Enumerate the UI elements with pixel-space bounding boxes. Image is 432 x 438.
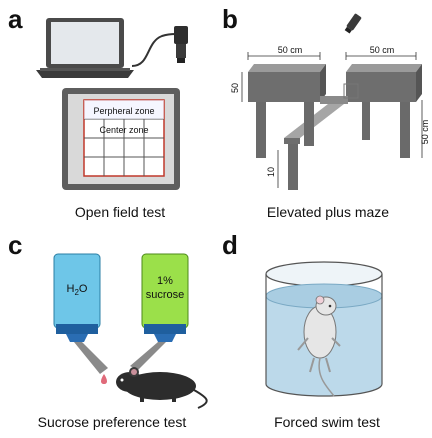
panel-d-letter: d [222, 230, 238, 260]
mouse-icon [116, 367, 208, 409]
panel-a-letter: a [8, 4, 23, 34]
water-bottle-icon [53, 253, 108, 374]
camera-icon [174, 26, 188, 63]
dimension-top-right [345, 52, 417, 60]
dimension-right-label: 50 cm [420, 120, 430, 145]
droplet-icon [101, 374, 107, 384]
center-zone-label: Center zone [99, 125, 148, 135]
sucrose-bottle-label-line1: 1% [157, 275, 173, 287]
plus-maze [248, 64, 422, 190]
sucrose-bottle-label-line2: sucrose [146, 289, 185, 301]
panel-c-caption: Sucrose preference test [37, 414, 187, 430]
dimension-top-left [247, 52, 321, 60]
overhead-camera-icon [344, 13, 362, 34]
water-bottle-label: H2O [67, 283, 88, 297]
open-field-arena [62, 88, 180, 190]
elevated-plus-maze-illustration: 50 cm 50 cm 50 50 cm 10 [230, 13, 430, 190]
panel-d-caption: Forced swim test [274, 414, 380, 430]
panel-a-caption: Open field test [74, 204, 166, 220]
camera-cable [131, 33, 177, 67]
forced-swim-illustration [265, 261, 383, 397]
dimension-top-left-label: 50 cm [278, 45, 303, 55]
panel-b-letter: b [222, 4, 238, 34]
dimension-top-right-label: 50 cm [370, 45, 395, 55]
open-field-illustration: Perpheral zone Center zone [36, 18, 188, 190]
peripheral-zone-label: Perpheral zone [93, 106, 154, 116]
panel-c-letter: c [8, 230, 23, 260]
swimming-mouse-icon [297, 295, 341, 397]
laptop-icon [36, 18, 134, 78]
panel-b-caption: Elevated plus maze [266, 204, 390, 220]
dimension-left-label: 50 [230, 83, 240, 93]
sucrose-bottle-icon [130, 253, 189, 370]
sucrose-preference-illustration: H2O 1% sucrose [53, 253, 208, 409]
dimension-leg-label: 10 [266, 167, 276, 177]
